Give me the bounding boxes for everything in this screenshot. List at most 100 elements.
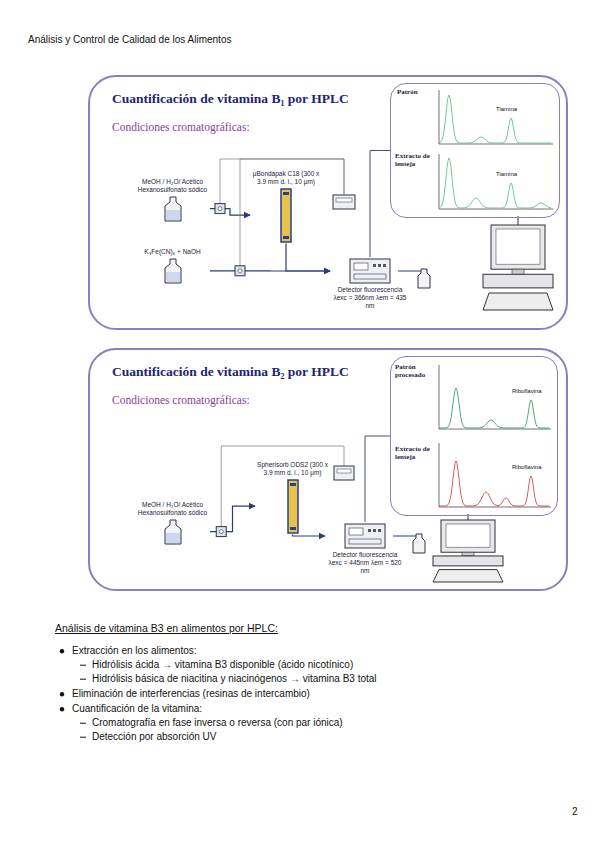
cpu-case: [483, 274, 553, 288]
pump-head: [219, 530, 223, 534]
screen: [446, 524, 490, 547]
bullet: [60, 692, 64, 696]
peak-label: Tiamina: [496, 106, 517, 112]
detector-body: [350, 259, 390, 283]
detector-slot: [354, 274, 386, 279]
detector-button: [373, 529, 376, 532]
peak-label: Tiamina: [496, 171, 517, 177]
reagent-reservoir: K₃Fe(CN)₆ + NaOH: [135, 247, 210, 285]
waste-line: [398, 271, 424, 272]
chromatogram: [391, 357, 559, 517]
method-panel: MeOH / H₂O/ Acético Hexanosulfonato sódi…: [88, 75, 568, 330]
controller: [333, 195, 355, 209]
chart-axis: [439, 443, 551, 507]
chromatogram: [391, 84, 561, 219]
chart-axis: [439, 365, 551, 429]
bottle-outline: [165, 197, 181, 221]
detector-button: [378, 529, 381, 532]
panel-subtitle: Condiciones cromatográficas:: [112, 121, 250, 133]
waste-bottle: [418, 269, 430, 288]
hplc-column: Spherisorb ODS2 (300 x 3.9 mm d. i., 10 …: [255, 460, 330, 535]
fluorescence-detector: Detector fluorescencia λexc = 445nm λem …: [325, 522, 405, 575]
detector-button: [383, 264, 386, 267]
keyboard: [483, 293, 553, 310]
detector-slot: [349, 539, 381, 544]
hplc-column: μBondapak C18 (300 x 3.9 mm d. i., 10 μm…: [250, 169, 322, 244]
list-item: Cromatografía en fase inversa o reversa …: [92, 717, 343, 728]
bottle-icon: [163, 196, 183, 222]
bottle-icon: [163, 519, 183, 545]
control-wire: [221, 446, 344, 527]
solvent-reservoir: MeOH / H₂O/ Acético Hexanosulfonato sódi…: [135, 500, 210, 546]
panel-title: Cuantificación de vitamina B₂ por HPLC: [112, 364, 349, 380]
chromatogram-inset: Patrón procesadoExtracto de lenteja: [390, 356, 558, 516]
bottle-outline: [165, 520, 181, 544]
detector-button: [373, 264, 376, 267]
device-label: Detector fluorescencia λexc = 366nm λem …: [331, 286, 409, 309]
chromatogram-title: Extracto de lenteja: [395, 445, 439, 461]
flow-line: [210, 506, 255, 532]
chart-trace: [439, 461, 549, 506]
device-label: MeOH / H₂O/ Acético Hexanosulfonato sódi…: [136, 178, 209, 194]
page-number: 2: [572, 806, 578, 817]
column-icon: [287, 479, 299, 534]
list-item: Cuantificación de la vitamina:: [72, 703, 202, 714]
keyboard: [433, 570, 503, 582]
control-wire: [240, 159, 344, 266]
peak-label: Riboflavina: [512, 388, 542, 394]
monitor-stand: [512, 269, 524, 274]
pump-head: [218, 207, 222, 211]
column-end: [290, 527, 296, 530]
detector-body: [345, 524, 385, 548]
device-label: K₃Fe(CN)₆ + NaOH: [144, 248, 200, 256]
chart-trace: [439, 95, 551, 143]
panel-title: Cuantificación de vitamina B₁ por HPLC: [112, 91, 349, 107]
bullet: [60, 707, 64, 711]
chart-trace: [439, 388, 549, 428]
waste-line: [393, 536, 419, 537]
bottle-liquid: [166, 533, 180, 543]
pump: [215, 204, 225, 214]
monitor: [441, 520, 495, 552]
detector-display: [354, 263, 368, 270]
waste-bottle: [413, 534, 425, 553]
device-label: MeOH / H₂O/ Acético Hexanosulfonato sódi…: [136, 501, 209, 517]
signal-cable: [370, 151, 390, 258]
column-body: [288, 480, 298, 533]
flow-line: [210, 270, 330, 271]
chart-axis: [439, 154, 553, 209]
column-end: [283, 192, 289, 195]
fluorescence-detector: Detector fluorescencia λexc = 366nm λem …: [330, 257, 410, 310]
list-item: Eliminación de interferencias (resinas d…: [72, 688, 310, 699]
detector-icon: [344, 523, 386, 549]
list-item: Extracción en los alimentos:: [72, 645, 197, 656]
bottle-liquid: [166, 210, 180, 220]
device-label: μBondapak C18 (300 x 3.9 mm d. i., 10 μm…: [251, 170, 321, 186]
screen: [496, 229, 540, 264]
column-icon: [280, 188, 292, 243]
dash: [80, 737, 86, 738]
detector-button: [378, 264, 381, 267]
monitor: [491, 225, 545, 269]
cable: [468, 514, 469, 520]
chart-axis: [439, 90, 553, 144]
list-item: Hidrólisis ácida → vitamina B3 disponibl…: [92, 659, 353, 670]
signal-cable: [365, 436, 390, 522]
bullet: [60, 649, 64, 653]
peak-label: Riboflavina: [512, 464, 542, 470]
flow-line: [293, 535, 326, 536]
chart-trace: [439, 158, 551, 208]
bottle-outline: [165, 259, 181, 283]
controller: [334, 466, 354, 480]
cpu-case: [433, 556, 503, 566]
panel-subtitle: Condiciones cromatográficas:: [112, 394, 250, 406]
method-panel: MeOH / H₂O/ Acético Hexanosulfonato sódi…: [88, 348, 568, 591]
column-end: [283, 236, 289, 239]
column-body: [281, 189, 291, 242]
flow-line: [286, 244, 330, 271]
detector-display: [349, 528, 363, 535]
section-heading: Análisis de vitamina B3 en alimentos por…: [55, 622, 278, 634]
pump: [235, 266, 245, 276]
chromatogram-title: Patrón: [397, 88, 441, 96]
